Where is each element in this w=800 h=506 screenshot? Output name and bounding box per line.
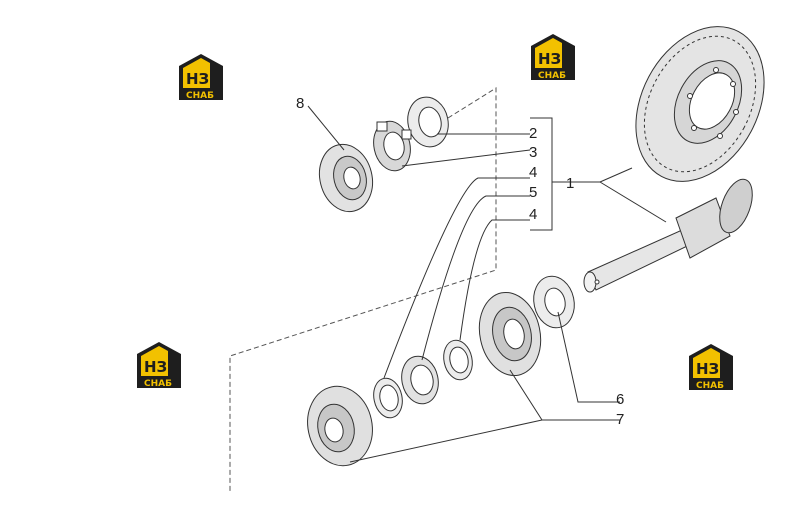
callout-labels: 1 2 3 4 5 4 6 7 8: [296, 95, 624, 428]
ring-gear: [635, 26, 765, 182]
callout-4-upper: 4: [529, 164, 537, 181]
brand-logo: НЗ СНАБ: [686, 342, 736, 392]
callout-7: 7: [616, 411, 624, 428]
part-7-bearing-lower: [307, 385, 373, 467]
callout-1: 1: [566, 175, 574, 192]
brand-logo: НЗ СНАБ: [134, 340, 184, 390]
callout-5: 5: [529, 184, 537, 201]
part-2-washer: [407, 96, 449, 148]
brand-logo-caption: СНАБ: [144, 379, 172, 389]
leader-lines: [307, 105, 667, 463]
dashed-assembly-outline: [229, 87, 497, 493]
callout-8: 8: [296, 95, 304, 112]
callout-4-lower: 4: [529, 206, 537, 223]
brand-logo: НЗ СНАБ: [176, 52, 226, 102]
part-4-ring-upper: [443, 339, 473, 381]
part-7-bearing-upper: [478, 291, 542, 377]
callout-6: 6: [616, 391, 624, 408]
callout-3: 3: [529, 144, 537, 161]
brand-logo-letters: НЗ: [144, 358, 167, 376]
brand-logo-caption: СНАБ: [186, 91, 214, 101]
brand-logo-letters: НЗ: [538, 50, 561, 68]
brand-logo-letters: НЗ: [186, 70, 209, 88]
part-4-ring-lower: [373, 377, 403, 419]
brand-logo-caption: СНАБ: [696, 381, 724, 391]
pinion-shaft: [583, 178, 753, 293]
brand-logo-letters: НЗ: [696, 360, 719, 378]
brand-logo-caption: СНАБ: [538, 71, 566, 81]
callout-2: 2: [529, 125, 537, 142]
brand-logo: НЗ СНАБ: [528, 32, 578, 82]
part-6-washer: [533, 275, 575, 329]
part-5-spacer: [401, 355, 439, 405]
part-3-slotted-nut: [373, 120, 412, 172]
part-8-bearing: [318, 143, 374, 213]
